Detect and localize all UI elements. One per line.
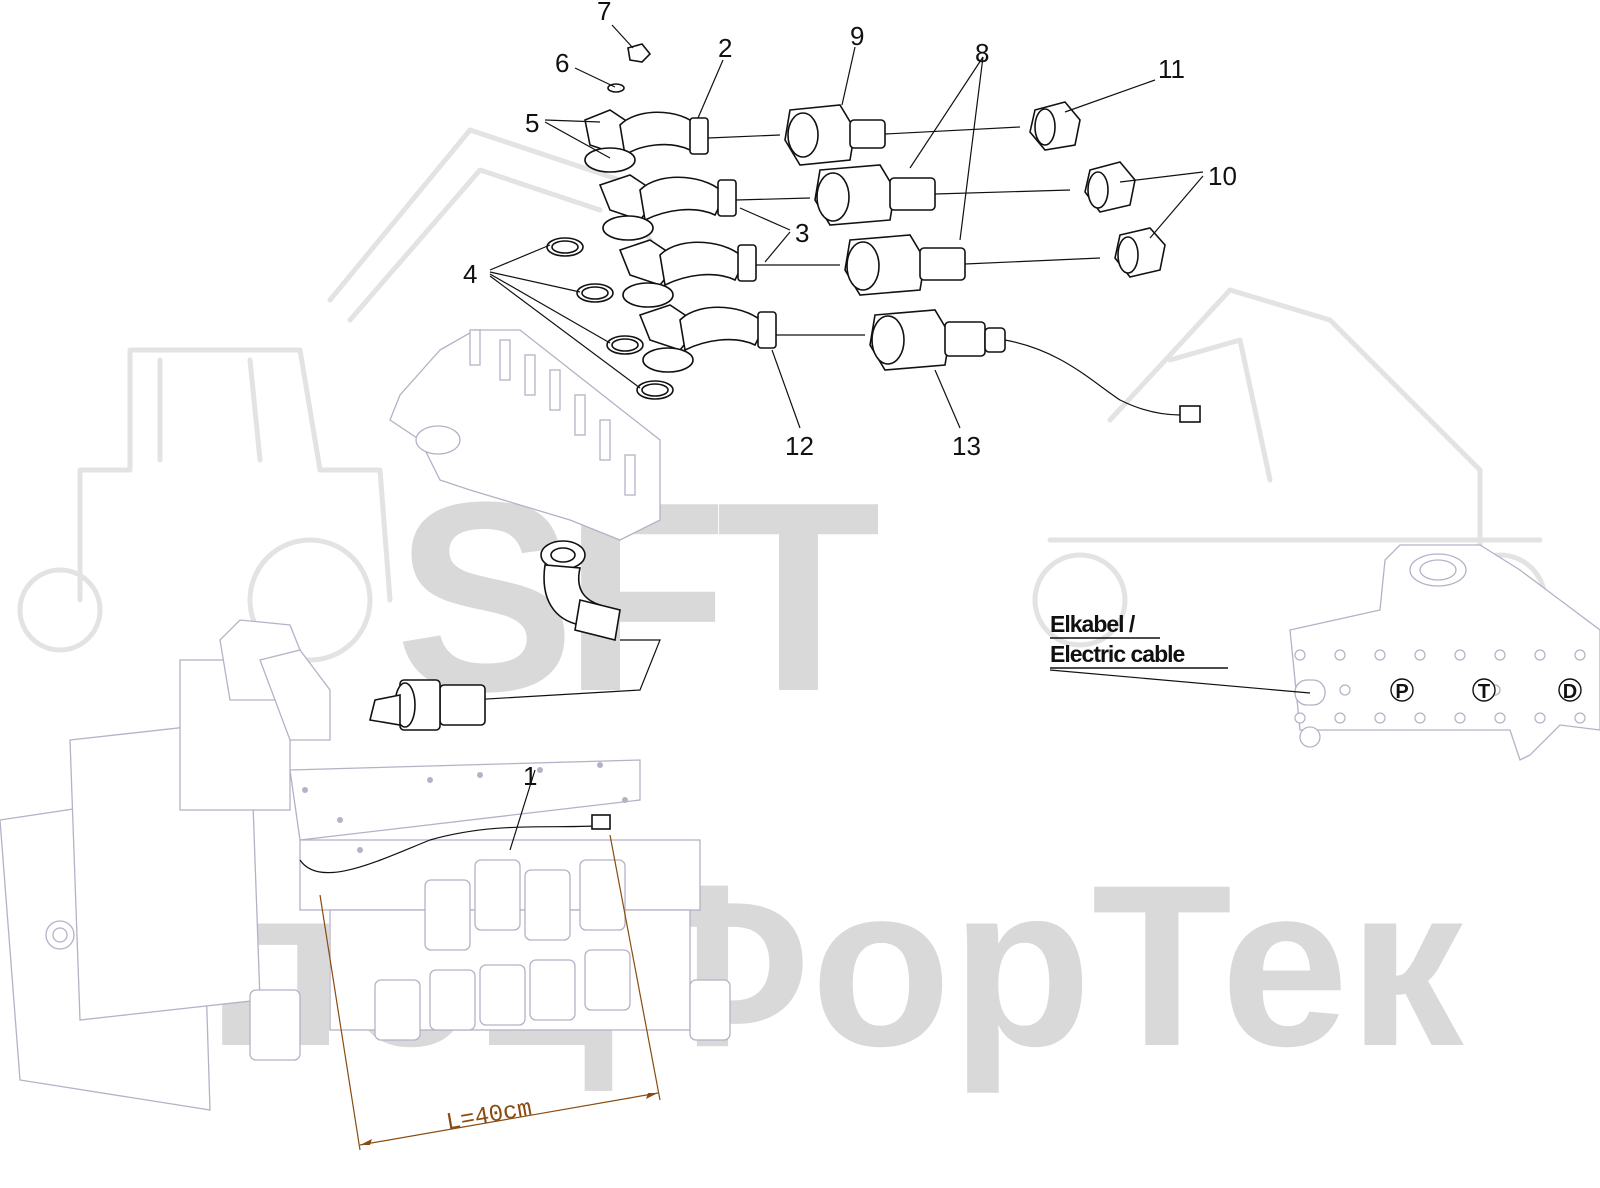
- port-t: T: [1472, 678, 1496, 703]
- port-plate-detail: P T D: [1049, 544, 1600, 761]
- adapters: [784, 104, 1201, 423]
- callout-9: 9: [850, 21, 864, 51]
- callout-6: 6: [555, 48, 569, 78]
- caps: [1029, 101, 1166, 278]
- port-p-label: P: [1395, 681, 1408, 703]
- callout-2: 2: [718, 33, 732, 63]
- port-t-label: T: [1478, 681, 1490, 703]
- electric-cable-label: Elkabel / Electric cable: [1050, 611, 1228, 669]
- port-d: D: [1558, 678, 1582, 703]
- angled-fitting-row2: [598, 174, 811, 241]
- callout-10: 10: [1208, 161, 1237, 191]
- manifold-plate: [389, 329, 661, 541]
- angled-fitting-row4: [638, 304, 865, 373]
- callout-1: 1: [523, 761, 537, 791]
- callout-13: 13: [952, 431, 981, 461]
- adapter-9: [784, 104, 1021, 166]
- fitting-stack: [584, 43, 865, 373]
- adapter-13: [869, 309, 1201, 423]
- hex-nut: [627, 43, 652, 63]
- callout-12: 12: [785, 431, 814, 461]
- callout-11: 11: [1158, 54, 1185, 84]
- cable-label-line2: Electric cable: [1050, 641, 1185, 667]
- port-p: P: [1390, 678, 1414, 703]
- dimension-length-label: L=40cm: [444, 1096, 534, 1138]
- callout-3: 3: [795, 218, 809, 248]
- port-d-label: D: [1563, 681, 1577, 703]
- callout-8: 8: [975, 38, 989, 68]
- valve-block-assembly: [0, 619, 731, 1111]
- angled-fitting-row1: [584, 109, 781, 173]
- callout-7: 7: [597, 0, 611, 26]
- callout-5: 5: [525, 108, 539, 138]
- angled-fitting-row3: [618, 239, 840, 308]
- callout-leaders: [489, 24, 1204, 851]
- o-rings: [546, 237, 674, 400]
- cable-label-line1: Elkabel /: [1050, 611, 1136, 637]
- adapter-8-lower: [844, 234, 1101, 296]
- callout-numbers: 7 6 2 5 9 8 11 10 3 4 12 13 1: [463, 0, 1237, 791]
- hose-nut-fitting: [369, 679, 486, 731]
- adapter-8-upper: [814, 164, 1071, 226]
- callout-4: 4: [463, 259, 477, 289]
- elbow-hose: [469, 540, 661, 701]
